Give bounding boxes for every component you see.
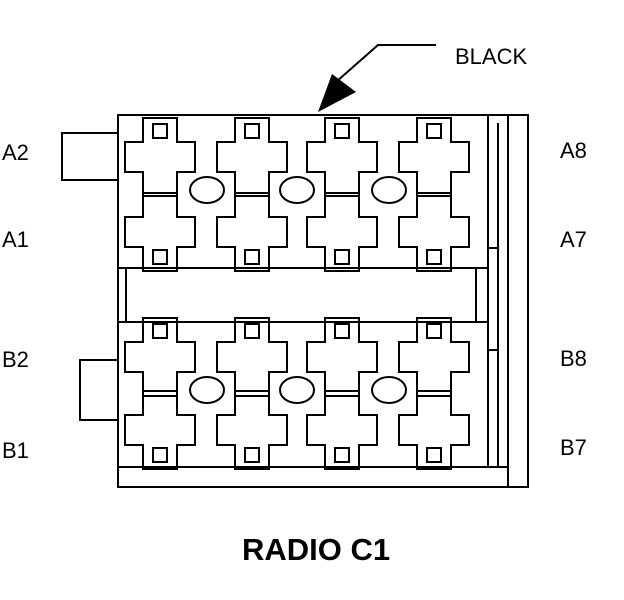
pin-cavity [216, 317, 288, 397]
keying-oval [189, 176, 225, 204]
pin-cavity [216, 117, 288, 197]
callout-label: BLACK [455, 44, 527, 69]
keying-oval [371, 176, 407, 204]
pin-cavity [306, 317, 378, 397]
pin-contact [244, 323, 260, 339]
pin-block-b [117, 321, 489, 468]
pin-cavity [398, 317, 470, 397]
pin-label-b7: B7 [560, 435, 587, 460]
center-channel [125, 267, 477, 323]
pin-contact [334, 123, 350, 139]
pin-contact [426, 323, 442, 339]
pin-contact [334, 447, 350, 463]
latch-b [79, 359, 118, 421]
pin-cavity [398, 390, 470, 470]
pin-cavity [398, 192, 470, 272]
pin-label-b8: B8 [560, 346, 587, 371]
pin-cavity [124, 117, 196, 197]
pin-contact [152, 123, 168, 139]
callout-arrow [318, 44, 436, 112]
pin-cavity [124, 192, 196, 272]
keying-ovals [189, 176, 407, 404]
pin-cavities [124, 117, 470, 470]
pin-contact [426, 123, 442, 139]
pin-cavity [306, 192, 378, 272]
keying-oval [279, 376, 315, 404]
pin-contact [244, 447, 260, 463]
pin-contact [152, 249, 168, 265]
keying-oval [189, 376, 225, 404]
pin-contact [152, 323, 168, 339]
pin-cavity [306, 117, 378, 197]
diagram-title: RADIO C1 [242, 532, 390, 567]
latch-a [61, 132, 118, 181]
pin-contact [244, 249, 260, 265]
pin-contact [334, 249, 350, 265]
pin-label-b2: B2 [2, 347, 29, 372]
pin-label-a2: A2 [2, 140, 29, 165]
pin-cavity [216, 390, 288, 470]
pin-cavity [398, 117, 470, 197]
pin-cavity [216, 192, 288, 272]
pin-contact [334, 323, 350, 339]
pin-contact [244, 123, 260, 139]
keying-oval [371, 376, 407, 404]
pin-contact [152, 447, 168, 463]
pin-contact [426, 249, 442, 265]
pin-label-b1: B1 [2, 438, 29, 463]
pin-cavity [124, 317, 196, 397]
pin-label-a8: A8 [560, 138, 587, 163]
pin-contact [426, 447, 442, 463]
keying-oval [279, 176, 315, 204]
connector-housing [117, 114, 529, 488]
pin-cavity [306, 390, 378, 470]
pin-label-a7: A7 [560, 227, 587, 252]
pin-cavity [124, 390, 196, 470]
pin-label-a1: A1 [2, 227, 29, 252]
